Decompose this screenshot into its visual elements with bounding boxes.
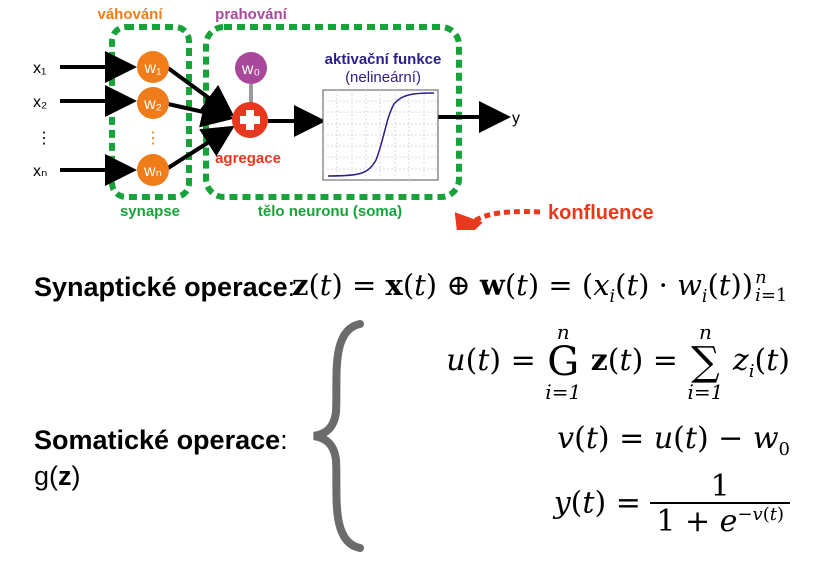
somatic-label-text: Somatické operace [34, 425, 281, 455]
activation-plot [322, 89, 439, 181]
weight-label-1: w₁ [144, 60, 162, 77]
somatic-g-prefix: g( [34, 461, 59, 491]
weight-node-n: wₙ [137, 154, 169, 186]
weight-arrow-2 [167, 96, 234, 128]
label-confluence: konfluence [548, 202, 654, 224]
label-activation-title: aktivační funkce [325, 51, 442, 68]
weight-arrow-n [166, 125, 235, 170]
bias-label: w₀ [241, 61, 260, 78]
label-threshold: prahování [215, 6, 288, 23]
label-body: tělo neuronu (soma) [258, 203, 402, 220]
input-label-1: x₁ [33, 60, 46, 77]
label-aggregation: agregace [215, 150, 281, 167]
synaptic-label: Synaptické operace: [34, 272, 295, 303]
weight-ellipsis: ⋮ [145, 130, 161, 147]
somatic-g-suffix: ) [71, 461, 81, 491]
label-synapse: synapse [120, 203, 180, 220]
plus-circle-icon [232, 102, 268, 138]
weight-node-2: w₂ [137, 87, 169, 119]
somatic-label: Somatické operace: [34, 425, 288, 456]
weight-label-n: wₙ [143, 163, 162, 180]
somatic-equation-v: v(t) = u(t) − w0 [557, 421, 790, 460]
label-activation-sub: (nelineární) [345, 69, 421, 86]
somatic-colon: : [280, 425, 288, 455]
confluence-arrow [454, 209, 541, 230]
output-label: y [512, 110, 520, 127]
input-label-n: xₙ [33, 163, 47, 180]
left-curly-brace-icon [313, 320, 364, 552]
input-label-2: x₂ [33, 94, 47, 111]
bias-node: w₀ [235, 52, 267, 84]
neuron-diagram: w₁ w₂ ⋮ wₙ w₀ [33, 6, 654, 230]
input-ellipsis: ⋮ [36, 130, 52, 147]
label-weighting: váhování [97, 6, 163, 23]
sigmoid-curve [327, 92, 435, 177]
synaptic-label-text: Synaptické operace [34, 272, 288, 302]
weight-label-2: w₂ [143, 96, 162, 113]
synaptic-colon: : [287, 272, 296, 302]
weight-node-1: w₁ [137, 51, 169, 83]
somatic-g-arg: z [58, 461, 72, 491]
somatic-function: g(z) [34, 461, 81, 492]
